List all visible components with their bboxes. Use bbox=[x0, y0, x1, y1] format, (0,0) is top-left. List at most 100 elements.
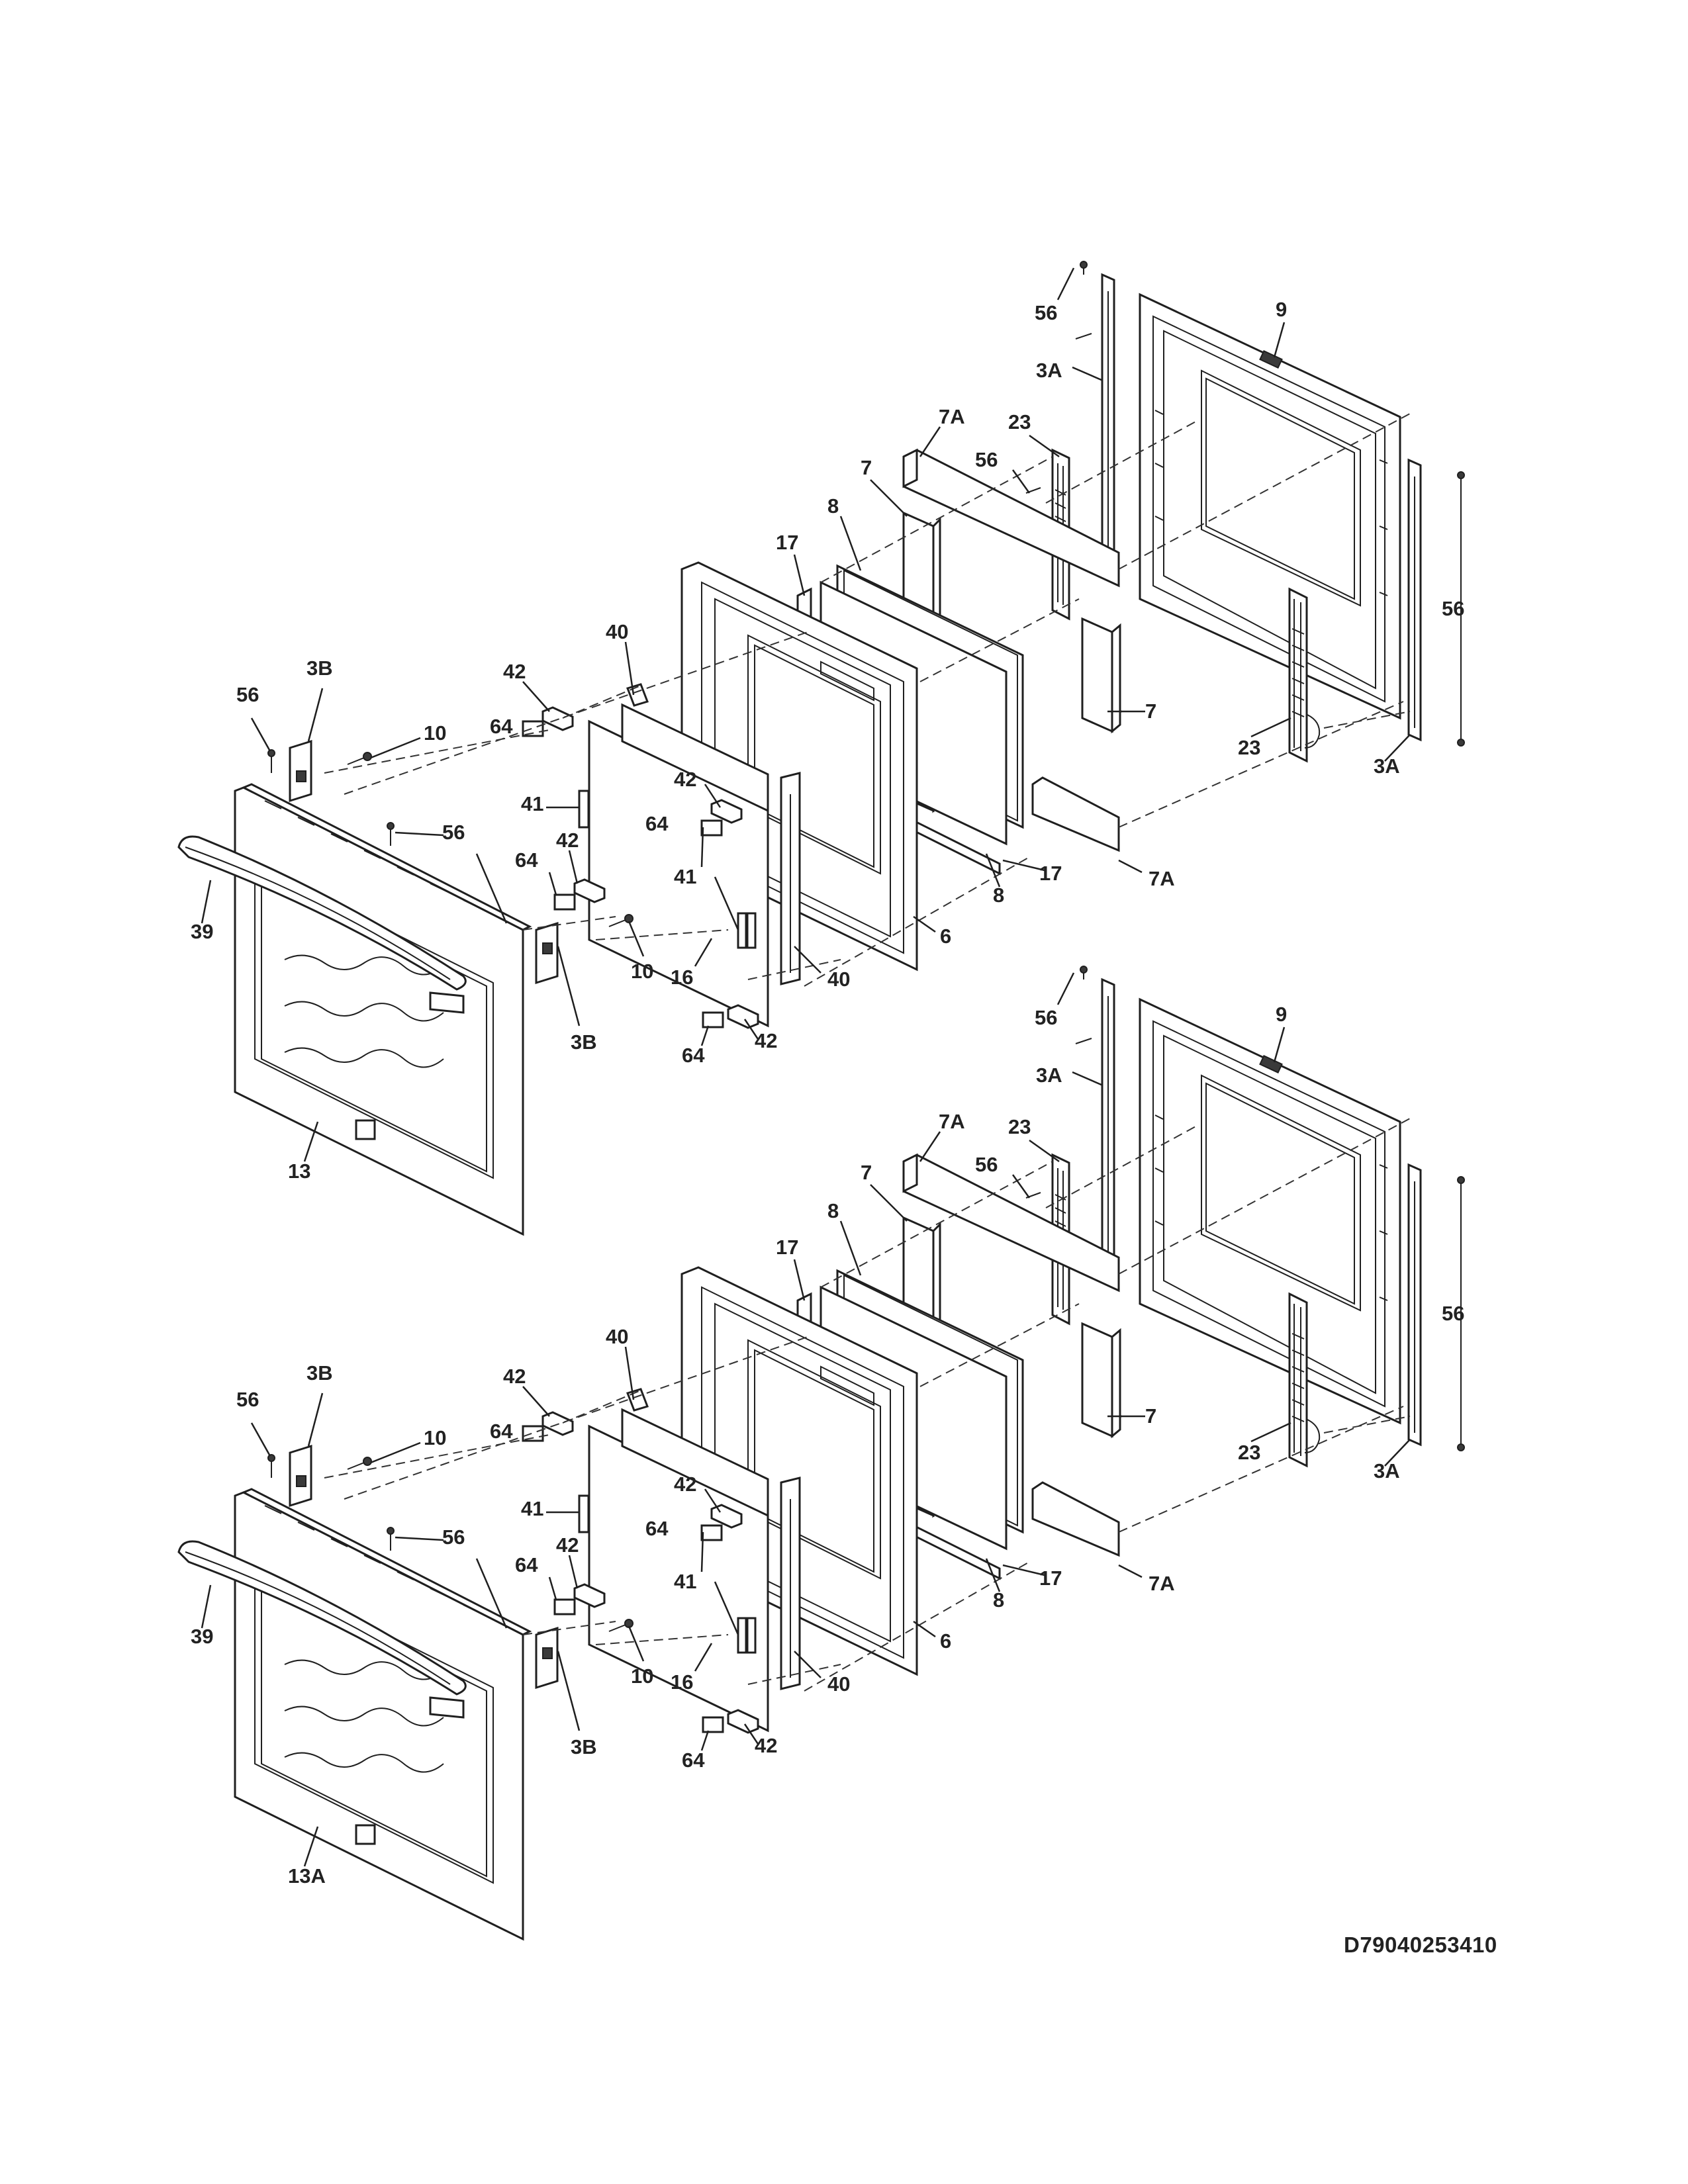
callout-label: 56 bbox=[442, 1525, 465, 1549]
clip-41-top bbox=[578, 790, 590, 829]
insulation-bottom-7A bbox=[1031, 776, 1120, 852]
leader-lines bbox=[201, 267, 1411, 1162]
callout-label: 42 bbox=[674, 768, 696, 791]
insulation-top-7A bbox=[902, 448, 1120, 588]
callout-label: 3A bbox=[1374, 754, 1400, 778]
document-id: D79040253410 bbox=[1344, 1933, 1497, 1957]
callout-label: 6 bbox=[940, 1629, 951, 1653]
upper-door-assembly: 56 3A 9 7A 23 56 7 8 17 56 42 40 3B 56 1… bbox=[177, 261, 1465, 1236]
lower-door-assembly: 56 3A 9 7A 23 56 7 8 17 56 42 40 3B 56 1… bbox=[177, 966, 1465, 1941]
callout-label: 56 bbox=[1035, 1006, 1057, 1029]
callout-label: 6 bbox=[940, 925, 951, 948]
callout-label: 3A bbox=[1036, 359, 1062, 382]
callout-label: 56 bbox=[975, 448, 998, 471]
callout-label: 39 bbox=[191, 920, 213, 943]
callout-label: 40 bbox=[606, 1325, 628, 1348]
callout-label: 42 bbox=[755, 1029, 777, 1052]
door-handle-39 bbox=[177, 835, 467, 1014]
callout-label: 16 bbox=[671, 966, 693, 989]
callout-label: 41 bbox=[674, 865, 696, 888]
outer-door-panel-13 bbox=[234, 1488, 532, 1941]
clip-41-top bbox=[578, 1494, 590, 1533]
callout-label: 16 bbox=[671, 1670, 693, 1694]
insulation-right-7 bbox=[1081, 1322, 1121, 1439]
callout-label: 3A bbox=[1374, 1459, 1400, 1482]
callout-label: 8 bbox=[827, 1199, 839, 1222]
callout-label: 17 bbox=[776, 1236, 798, 1259]
callout-label: 8 bbox=[993, 884, 1004, 907]
bracket-42 bbox=[541, 1411, 759, 1734]
callout-label: 3B bbox=[306, 657, 333, 680]
door-baffle-16 bbox=[588, 703, 769, 1028]
bumper-64 bbox=[522, 1425, 724, 1733]
alignment-lines bbox=[324, 1118, 1411, 1692]
callout-label: 42 bbox=[556, 1533, 579, 1557]
hinge-slot-strip-right bbox=[1407, 458, 1422, 742]
callout-label: 23 bbox=[1238, 1441, 1260, 1464]
callout-label: 56 bbox=[236, 683, 259, 706]
callout-label: 40 bbox=[827, 968, 850, 991]
inner-door-frame-part bbox=[1139, 293, 1401, 720]
callout-label: 9 bbox=[1276, 298, 1287, 321]
clip-41-mid bbox=[737, 912, 757, 949]
callout-label: 56 bbox=[236, 1388, 259, 1411]
callout-label: 7A bbox=[939, 1110, 965, 1133]
outer-door-panel-13 bbox=[234, 783, 532, 1236]
callout-label: 42 bbox=[503, 660, 526, 683]
insulation-right-7 bbox=[1081, 617, 1121, 734]
callout-label: 64 bbox=[515, 848, 538, 872]
callout-labels: 56 3A 9 7A 23 56 7 8 17 56 42 40 3B 56 1… bbox=[191, 298, 1464, 1183]
callout-label: 23 bbox=[1008, 1115, 1031, 1138]
callout-label: 64 bbox=[515, 1553, 538, 1576]
callout-label: 8 bbox=[993, 1588, 1004, 1612]
upper-door-parts: 56 3A 9 7A 23 56 7 8 17 56 42 40 3B 56 1… bbox=[177, 261, 1465, 1236]
callout-label: 7 bbox=[861, 1161, 872, 1184]
leader-lines bbox=[201, 972, 1411, 1867]
callout-label: 56 bbox=[975, 1153, 998, 1176]
callout-label: 7 bbox=[1145, 1404, 1156, 1428]
callout-label: 17 bbox=[1039, 1567, 1062, 1590]
callout-label: 41 bbox=[674, 1570, 696, 1593]
hinge-slot-strip-left bbox=[1101, 978, 1115, 1273]
callout-label: 64 bbox=[490, 715, 513, 738]
callout-labels: 56 3A 9 7A 23 56 7 8 17 56 42 40 3B 56 1… bbox=[191, 1003, 1464, 1888]
callout-label: 17 bbox=[776, 531, 798, 554]
bumper-64 bbox=[522, 720, 724, 1028]
callout-label: 41 bbox=[521, 1497, 543, 1520]
callout-label: 7 bbox=[1145, 700, 1156, 723]
callout-label: 40 bbox=[827, 1672, 850, 1696]
callout-label: 13A bbox=[288, 1864, 326, 1888]
callout-label: 42 bbox=[556, 829, 579, 852]
hinge-right bbox=[1288, 587, 1321, 763]
callout-label: 10 bbox=[424, 1426, 446, 1449]
callout-label: 42 bbox=[674, 1473, 696, 1496]
callout-label: 3B bbox=[306, 1361, 333, 1385]
callout-label: 42 bbox=[755, 1734, 777, 1757]
end-cap-3B-top bbox=[289, 739, 312, 803]
hinge-slot-strip-left bbox=[1101, 273, 1115, 568]
callout-label: 3A bbox=[1036, 1064, 1062, 1087]
end-cap-3B-bottom bbox=[535, 921, 559, 985]
inner-door-frame-part bbox=[1139, 997, 1401, 1425]
callout-label: 42 bbox=[503, 1365, 526, 1388]
callout-label: 64 bbox=[682, 1044, 705, 1067]
callout-label: 39 bbox=[191, 1625, 213, 1648]
callout-label: 7 bbox=[861, 456, 872, 479]
hinge-slot-strip-right bbox=[1407, 1163, 1422, 1447]
callout-label: 56 bbox=[1035, 301, 1057, 324]
callout-label: 64 bbox=[682, 1749, 705, 1772]
door-handle-39 bbox=[177, 1540, 467, 1719]
callout-label: 7A bbox=[939, 405, 965, 428]
callout-label: 40 bbox=[606, 620, 628, 643]
end-cap-3B-top bbox=[289, 1444, 312, 1508]
clip-41-mid bbox=[737, 1617, 757, 1654]
callout-label: 10 bbox=[424, 721, 446, 745]
lower-door-parts: 56 3A 9 7A 23 56 7 8 17 56 42 40 3B 56 1… bbox=[177, 966, 1465, 1941]
door-baffle-16 bbox=[588, 1408, 769, 1733]
callout-label: 41 bbox=[521, 792, 543, 815]
callout-label: 56 bbox=[1442, 597, 1464, 620]
callout-label: 8 bbox=[827, 494, 839, 518]
callout-label: 23 bbox=[1008, 410, 1031, 433]
callout-label: 17 bbox=[1039, 862, 1062, 885]
